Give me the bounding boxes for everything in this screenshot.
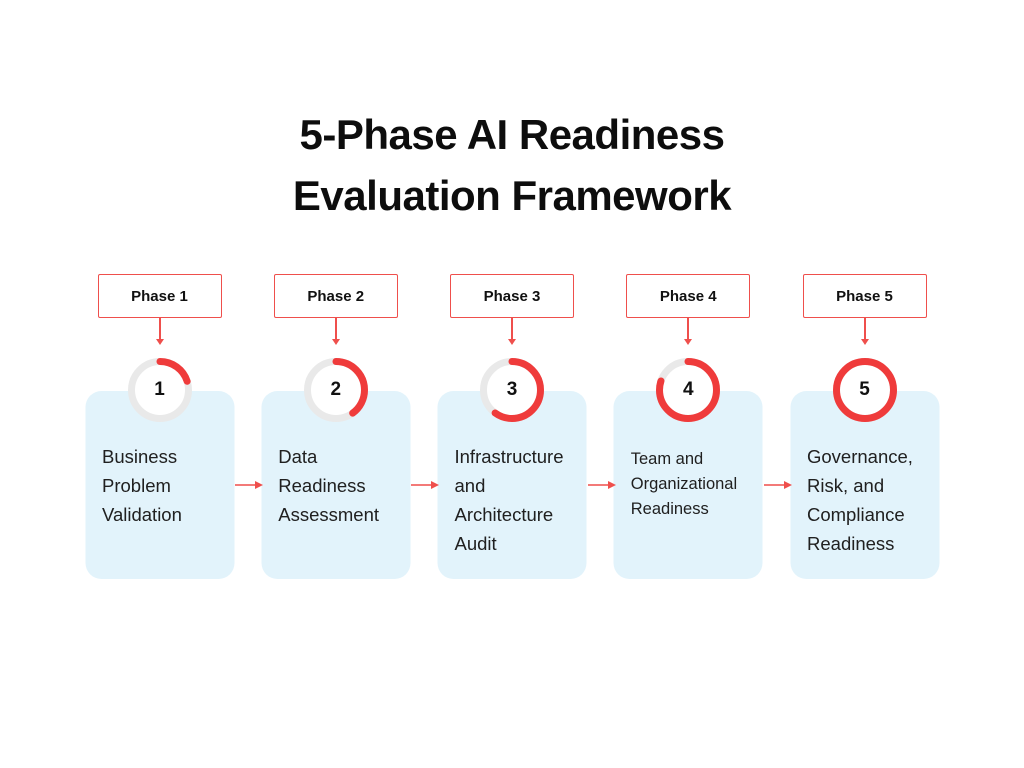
phase-card: Team and Organizational Readiness (613, 391, 763, 579)
down-connector-line (334, 318, 337, 340)
down-arrow-icon (508, 339, 516, 345)
phase-card: Business Problem Validation (85, 391, 234, 579)
down-connector-line (687, 318, 690, 340)
right-arrow-icon (763, 481, 792, 489)
phase-card: Data Readiness Assessment (261, 391, 411, 579)
phase-description: Infrastructure and Architecture Audit (454, 446, 564, 554)
phase-description: Business Problem Validation (102, 446, 182, 525)
progress-ring-icon (303, 358, 368, 422)
progress-ring: 4 (656, 358, 721, 422)
phase-label: Phase 2 (307, 287, 365, 305)
progress-ring-icon (832, 358, 897, 422)
right-arrow-icon (587, 481, 616, 489)
phase-column-3: Phase 3 Infrastructure and Architecture … (424, 274, 600, 584)
phase-number: 1 (154, 379, 165, 400)
phase-label-box: Phase 3 (450, 274, 574, 318)
phase-label-box: Phase 2 (273, 274, 398, 318)
phase-card: Governance, Risk, and Compliance Readine… (790, 391, 939, 579)
down-connector-line (863, 318, 866, 340)
phase-label-box: Phase 1 (97, 274, 222, 318)
phase-number: 3 (506, 379, 518, 400)
progress-ring: 2 (303, 358, 368, 422)
phase-description: Data Readiness Assessment (278, 446, 380, 525)
down-connector-line (158, 318, 161, 340)
title-line-2: Evaluation Framework (292, 172, 732, 219)
progress-ring-icon (480, 358, 544, 422)
down-arrow-icon (155, 339, 164, 345)
phase-label: Phase 4 (659, 287, 717, 305)
phase-number: 5 (859, 379, 870, 400)
progress-ring: 1 (127, 358, 192, 422)
progress-ring: 5 (832, 358, 897, 422)
phase-column-2: Phase 2 Data Readiness Assessment 2 (248, 274, 424, 584)
phase-label: Phase 3 (483, 287, 541, 305)
title-line-1: 5-Phase AI Readiness (299, 111, 725, 158)
progress-ring-icon (127, 358, 192, 422)
phase-label: Phase 1 (131, 287, 188, 305)
phase-column-5: Phase 5 Governance, Risk, and Compliance… (777, 274, 953, 584)
progress-ring: 3 (480, 358, 544, 422)
phase-column-4: Phase 4 Team and Organizational Readines… (600, 274, 776, 584)
right-arrow-icon (411, 481, 440, 489)
right-arrow-icon (235, 481, 263, 489)
phase-description: Team and Organizational Readiness (630, 450, 738, 518)
phase-number: 4 (682, 379, 694, 400)
phase-number: 2 (330, 379, 342, 400)
diagram-title: 5-Phase AI Readiness Evaluation Framewor… (0, 104, 1024, 226)
progress-ring-icon (656, 358, 721, 422)
down-arrow-icon (331, 339, 340, 345)
down-arrow-icon (860, 339, 869, 345)
phase-column-1: Phase 1 Business Problem Validation 1 (72, 274, 248, 584)
phase-label-box: Phase 4 (626, 274, 751, 318)
phase-card: Infrastructure and Architecture Audit (437, 391, 587, 579)
phase-label-box: Phase 5 (802, 274, 927, 318)
down-arrow-icon (684, 339, 693, 345)
down-connector-line (511, 318, 513, 340)
phase-description: Governance, Risk, and Compliance Readine… (807, 446, 913, 554)
phase-label: Phase 5 (836, 287, 893, 305)
